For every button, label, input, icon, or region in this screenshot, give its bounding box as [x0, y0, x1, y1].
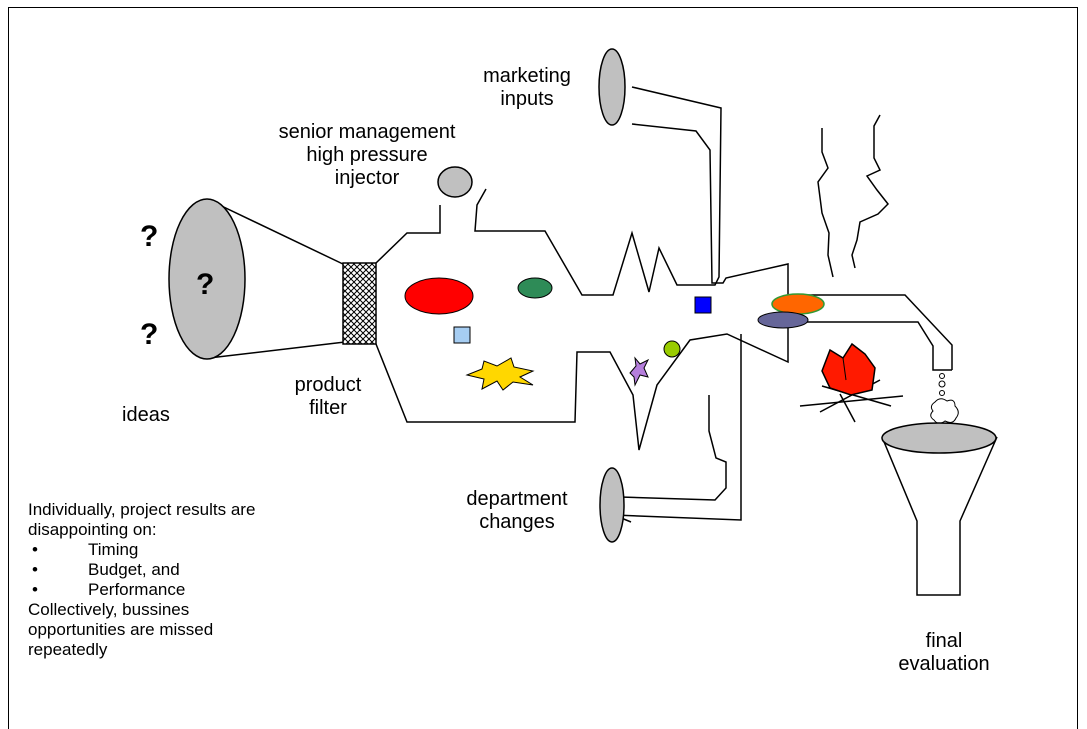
senior-management-label-line-1: senior management	[278, 121, 456, 143]
orange-disc	[771, 293, 825, 315]
bullet-glyph: •	[32, 540, 38, 559]
marketing-input-funnel	[598, 48, 626, 126]
fire-flame-icon	[821, 342, 876, 396]
product-filter-label-line-2: filter	[309, 397, 347, 419]
output-drip	[930, 373, 959, 424]
bullet-glyph: •	[32, 580, 38, 599]
marketing-inputs-label-line-1: marketing	[483, 65, 571, 87]
final-evaluation-label-line-1: final	[925, 630, 963, 652]
final-evaluation-funnel	[881, 422, 998, 596]
purple-burst	[629, 356, 650, 387]
blue-square	[694, 296, 712, 314]
product-filter-label: product filter	[275, 374, 381, 420]
ideas-label: ideas	[122, 404, 170, 426]
department-changes-label: department changes	[440, 488, 594, 534]
yellow-burst	[465, 357, 535, 391]
question-mark-lower: ?	[140, 318, 159, 351]
notes-bullet-list: • Timing • Budget, and • Performance	[28, 540, 255, 600]
lime-dot	[663, 340, 681, 358]
notes-intro-line-2: disappointing on:	[28, 520, 157, 539]
department-changes-label-line-1: department	[466, 488, 568, 510]
notes-outro-line-1: Collectively, bussines	[28, 600, 190, 619]
question-mark-upper: ?	[140, 220, 159, 253]
light-blue-square	[453, 326, 471, 344]
final-evaluation-label-line-2: evaluation	[898, 653, 990, 675]
senior-management-injector	[437, 166, 473, 198]
marketing-inputs-label-line-2: inputs	[500, 88, 554, 110]
slate-disc	[757, 311, 809, 329]
notes-outro-line-3: repeatedly	[28, 640, 108, 659]
product-filter-label-line-1: product	[294, 374, 362, 396]
notes-bullet-item: • Timing	[28, 540, 255, 560]
notes-bullet-item: • Performance	[28, 580, 255, 600]
marketing-inputs-label: marketing inputs	[468, 65, 586, 111]
notes-bullet-text: Budget, and	[88, 560, 180, 579]
red-blob	[404, 277, 474, 315]
ideas-funnel-mouth	[168, 198, 246, 360]
notes-bullet-item: • Budget, and	[28, 560, 255, 580]
department-changes-label-line-2: changes	[479, 511, 555, 533]
product-filter-mesh	[342, 262, 377, 345]
notes-bullet-text: Timing	[88, 540, 139, 559]
summary-notes: Individually, project results are disapp…	[28, 500, 255, 660]
senior-management-label-line-2: high pressure	[306, 144, 428, 166]
department-changes-funnel	[599, 467, 625, 543]
senior-management-label: senior management high pressure injector	[233, 121, 501, 190]
bullet-glyph: •	[32, 560, 38, 579]
smoke-lines	[817, 114, 890, 278]
green-blob	[517, 277, 553, 299]
notes-bullet-text: Performance	[88, 580, 186, 599]
final-evaluation-label: final evaluation	[885, 630, 1003, 676]
notes-outro-line-2: opportunities are missed	[28, 620, 214, 639]
fire	[799, 342, 904, 423]
ideas-funnel	[168, 198, 346, 360]
diagram-frame	[8, 7, 1078, 729]
notes-intro-line-1: Individually, project results are	[28, 500, 256, 519]
question-mark-center: ?	[196, 268, 215, 301]
senior-management-label-line-3: injector	[334, 167, 400, 189]
